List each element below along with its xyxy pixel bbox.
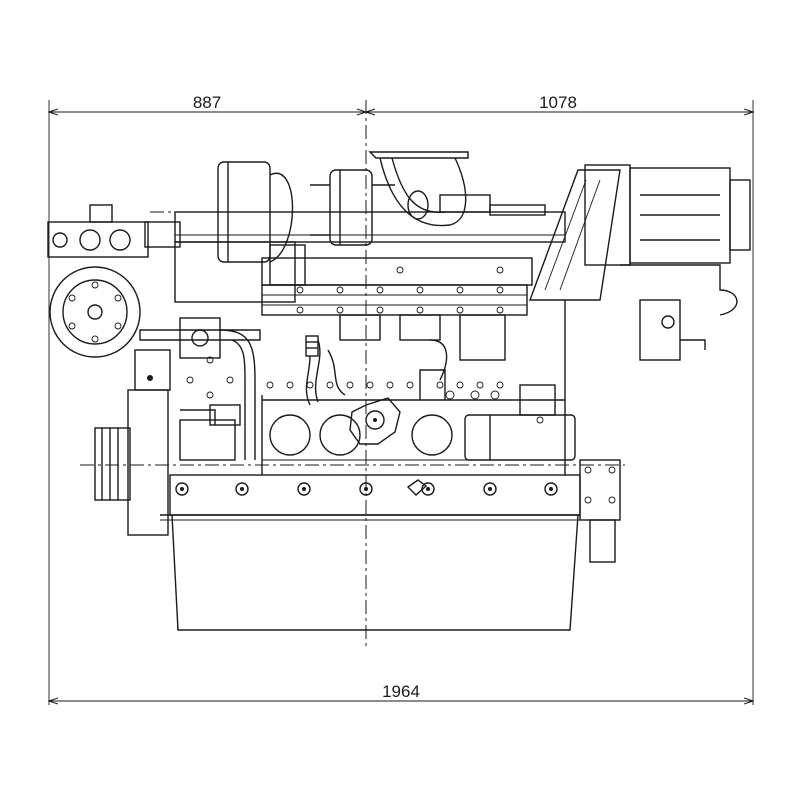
coolant-pipes <box>139 317 261 461</box>
dimension-overall-length: 1964 <box>382 682 420 701</box>
starter-motor <box>464 384 576 461</box>
oil-pan <box>160 514 580 631</box>
dimension-left-width: 887 <box>193 93 221 112</box>
engine-block <box>169 300 581 516</box>
fuel-filter-block <box>47 204 181 258</box>
thermostat-housing <box>305 335 446 496</box>
raw-water-pump <box>49 266 141 358</box>
dimension-lines <box>49 100 753 705</box>
turbocharger-right <box>310 169 395 246</box>
exhaust-manifold <box>261 257 533 361</box>
center-lines <box>80 100 625 648</box>
dimension-right-width: 1078 <box>539 93 577 112</box>
exhaust-elbow <box>368 151 469 227</box>
rear-bracket <box>579 299 706 563</box>
fittings <box>186 339 500 400</box>
turbocharger-left <box>217 161 306 286</box>
crankshaft-pulley <box>94 349 171 536</box>
cylinder-head <box>174 194 566 303</box>
aftercooler <box>528 164 751 316</box>
